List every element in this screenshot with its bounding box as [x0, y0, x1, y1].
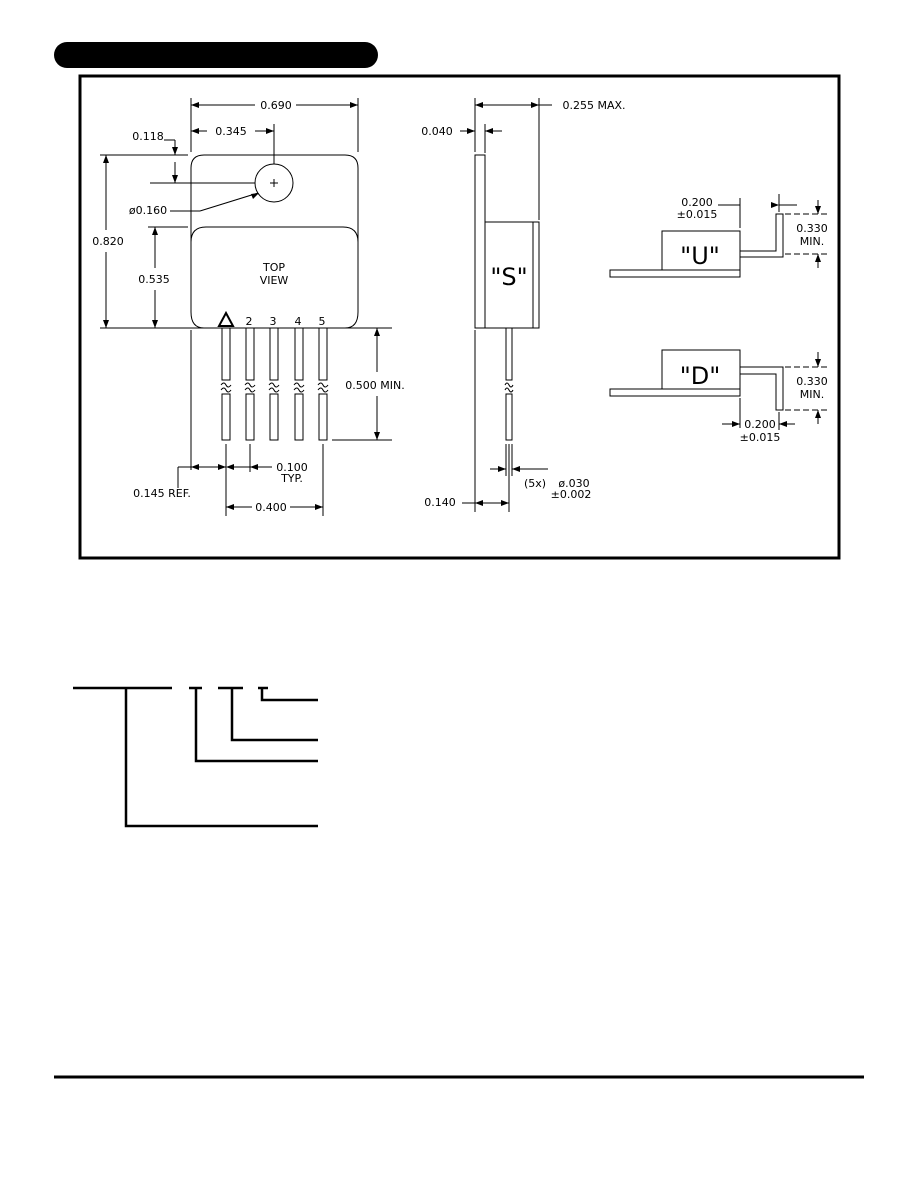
dim-lead-diameter-tol: ±0.002 [551, 488, 592, 501]
ordering-code-tree [73, 686, 318, 828]
option-u-height: 0.330 [796, 222, 828, 235]
top-view-label-line2: VIEW [260, 274, 289, 287]
pin-label-5: 5 [319, 315, 326, 328]
pin-label-4: 4 [295, 315, 302, 328]
option-u-height-note: MIN. [800, 235, 824, 248]
dim-half-width: 0.345 [215, 125, 247, 138]
side-view: "S" 0.255 MAX. 0.040 0.140 (5x) ø.030 ±0… [421, 98, 626, 512]
side-view-label: "S" [490, 263, 527, 291]
section-header-bar [54, 42, 378, 68]
drawing-frame [78, 74, 841, 560]
dim-thickness: 0.255 MAX. [562, 99, 625, 112]
dim-body-height: 0.535 [138, 273, 170, 286]
option-u-view: "U" 0.200 ±0.015 0.330 MIN. [609, 194, 830, 278]
dim-lead-diameter: ø.030 [558, 477, 589, 490]
option-u-label: "U" [680, 242, 720, 270]
dim-hole-diameter: ø0.160 [129, 204, 167, 217]
top-view-label-line1: TOP [262, 261, 285, 274]
dim-pitch-note: TYP. [280, 472, 303, 485]
option-d-offset-tol: ±0.015 [740, 431, 781, 444]
option-u-offset-tol: ±0.015 [677, 208, 718, 221]
pin-label-2: 2 [246, 315, 253, 328]
leads [220, 327, 329, 441]
pin-label-3: 3 [270, 315, 277, 328]
dim-lead-offset: 0.140 [424, 496, 456, 509]
option-d-view: "D" 0.200 ±0.015 0.330 MIN. [609, 349, 830, 444]
dim-height: 0.820 [92, 235, 124, 248]
dim-lead-qty: (5x) [524, 477, 546, 490]
option-d-height: 0.330 [796, 375, 828, 388]
option-d-offset: 0.200 [744, 418, 776, 431]
option-d-height-note: MIN. [800, 388, 824, 401]
dim-hole-offset: 0.118 [132, 130, 164, 143]
dim-pin-span: 0.400 [255, 501, 287, 514]
pin-1-marker-icon [217, 310, 235, 327]
dim-edge-ref: 0.145 REF. [133, 487, 191, 500]
dim-pitch: 0.100 [276, 461, 308, 474]
dim-lead-length: 0.500 MIN. [345, 379, 404, 392]
option-d-label: "D" [680, 362, 721, 390]
dim-tab: 0.040 [421, 125, 453, 138]
option-u-offset: 0.200 [681, 196, 713, 209]
dim-width: 0.690 [260, 99, 292, 112]
top-view: TOP VIEW 2 3 4 5 [92, 98, 405, 516]
